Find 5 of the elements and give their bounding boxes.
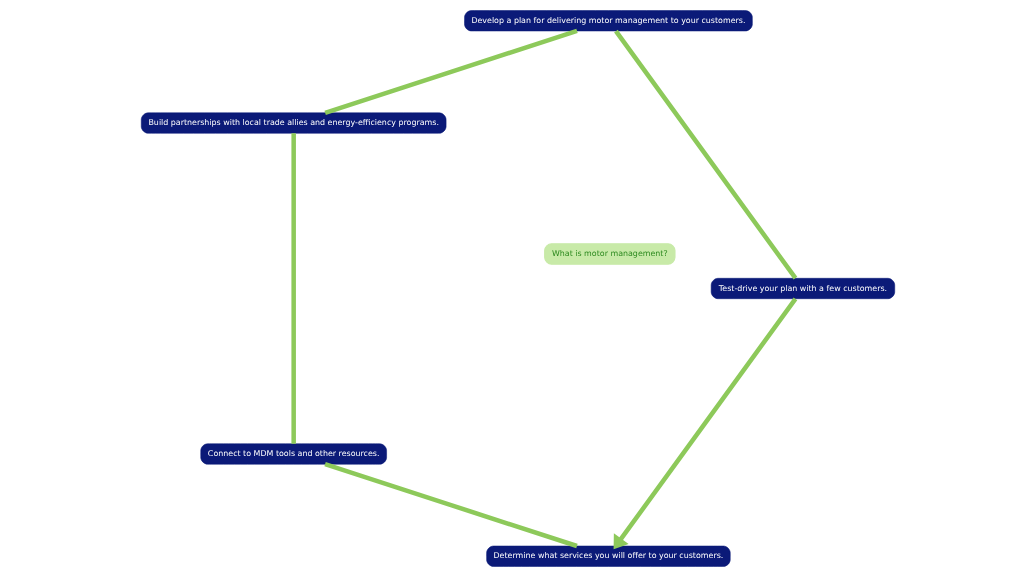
connector [324,462,578,549]
connector [324,28,578,115]
arrow [613,297,798,550]
connector [614,29,798,280]
connector [291,133,296,444]
